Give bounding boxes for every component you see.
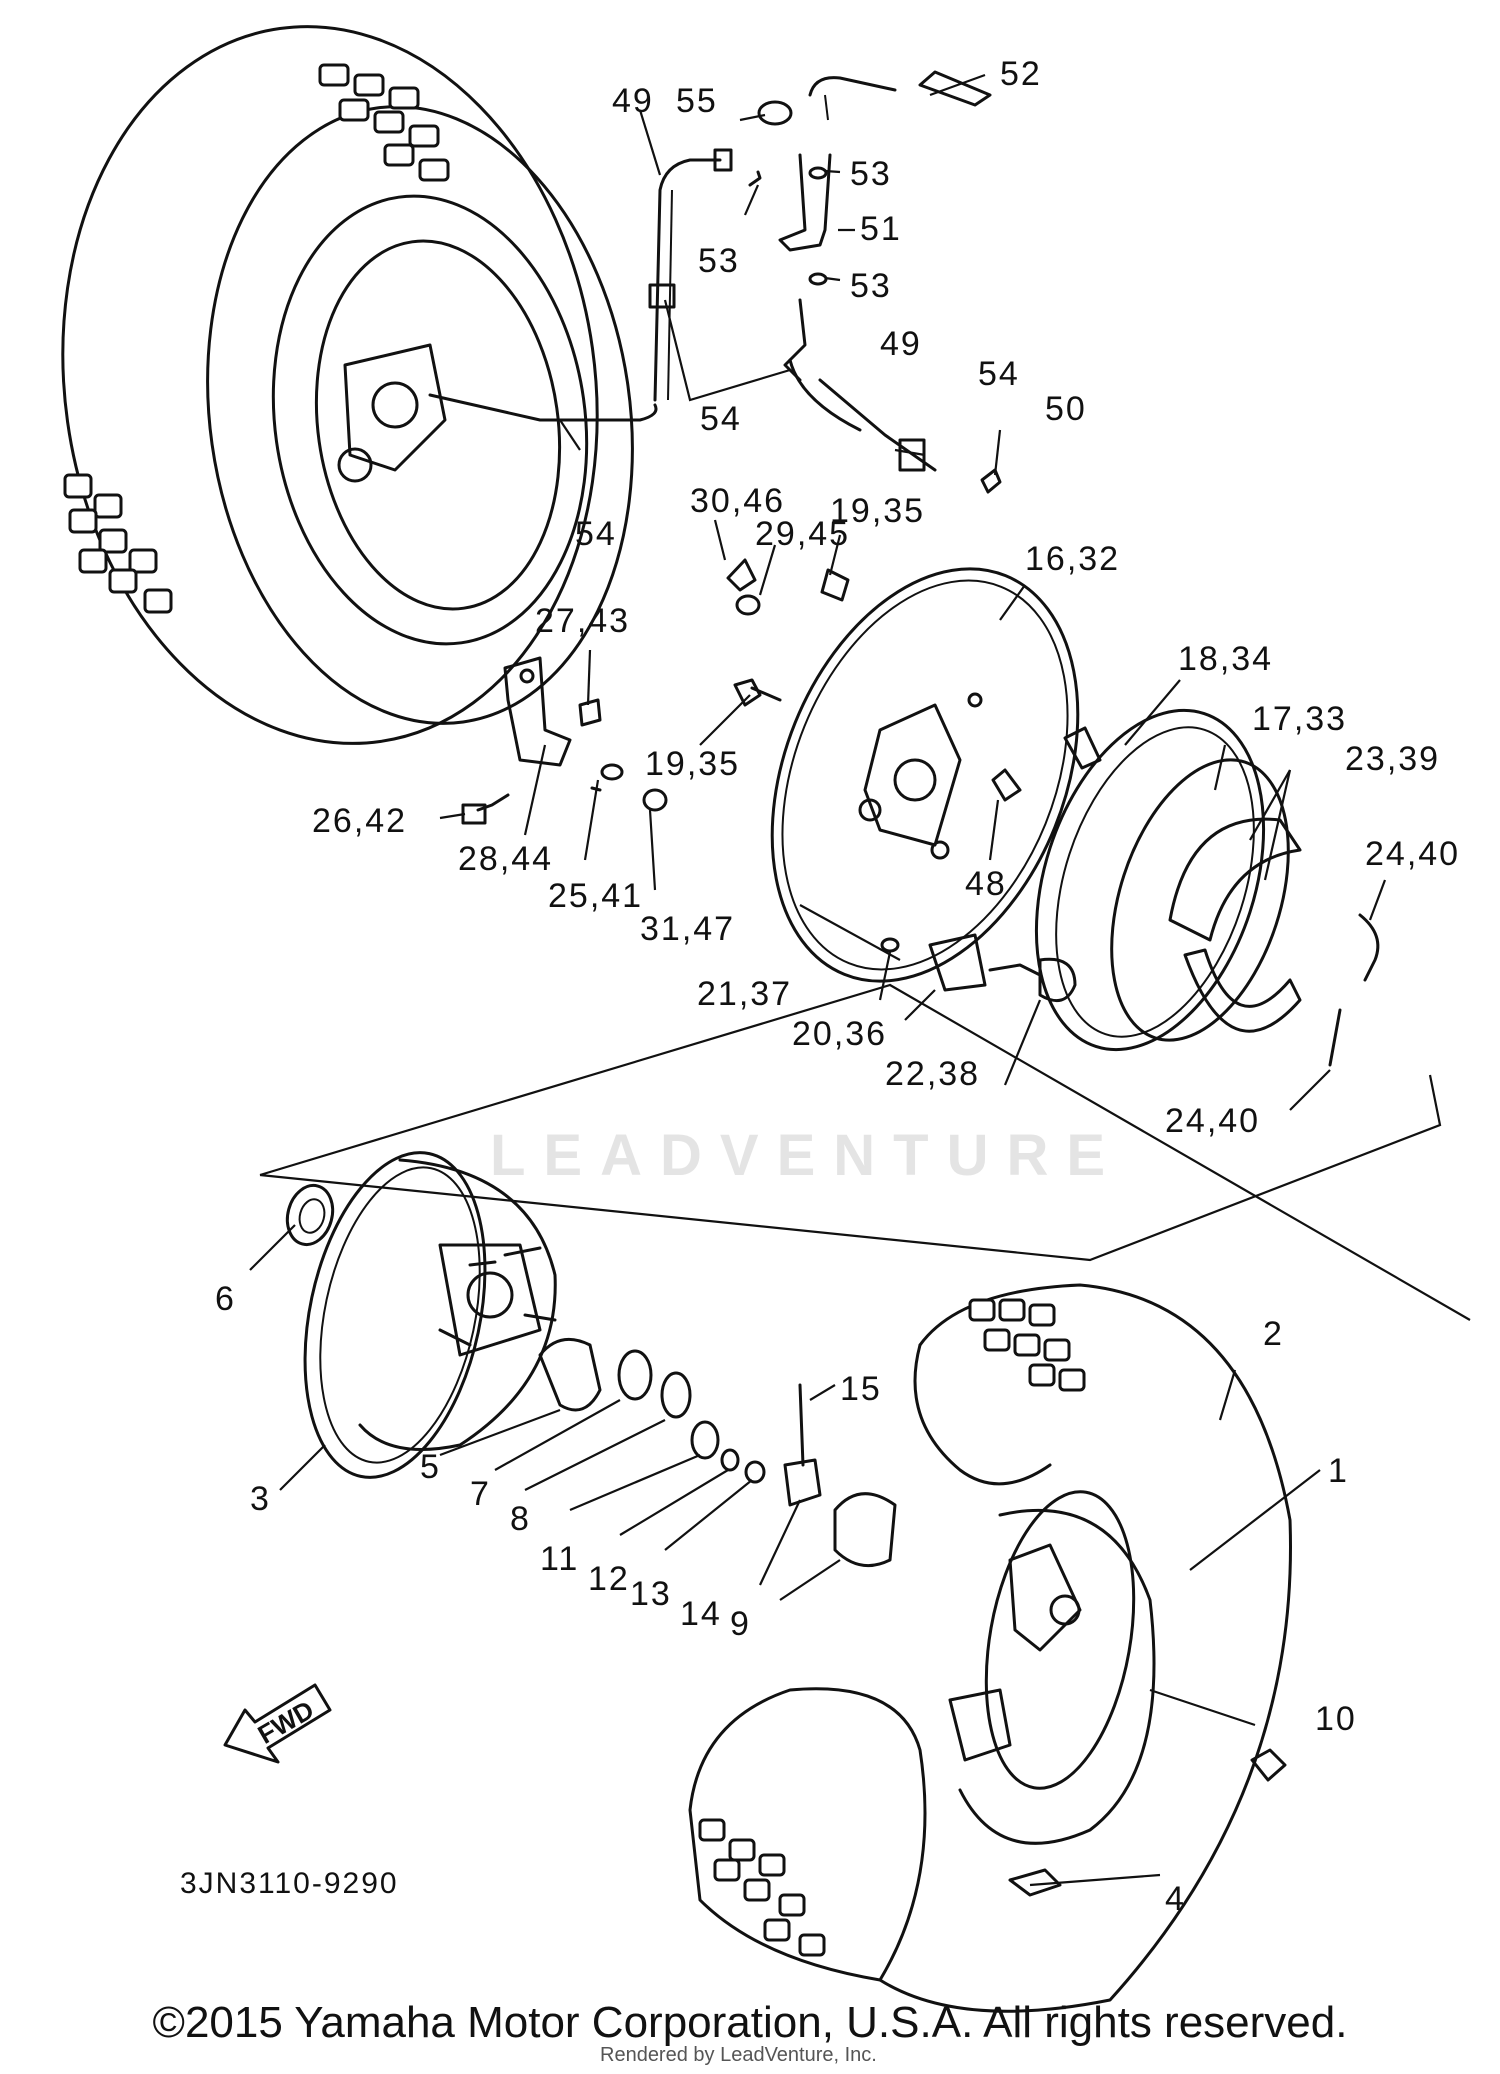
part-label-10: 10 bbox=[1315, 1700, 1357, 1738]
part-label-19-35: 19,35 bbox=[645, 745, 740, 783]
part-label-53: 53 bbox=[850, 155, 892, 193]
leader-lines bbox=[249, 73, 1387, 1887]
part-label-12: 12 bbox=[588, 1560, 630, 1598]
part-label-28-44: 28,44 bbox=[458, 840, 553, 878]
part-label-1: 1 bbox=[1328, 1452, 1349, 1490]
tread-blocks-lower-top bbox=[968, 1298, 1086, 1392]
drawing-number: 3JN3110-9290 bbox=[180, 1867, 399, 1900]
watermark: LEADVENTURE bbox=[490, 1123, 1123, 1188]
part-label-49: 49 bbox=[612, 82, 654, 120]
part-label-8: 8 bbox=[510, 1500, 531, 1538]
part-label-2: 2 bbox=[1263, 1315, 1284, 1353]
wheel-hub bbox=[285, 1151, 897, 1568]
part-label-20-36: 20,36 bbox=[792, 1015, 887, 1053]
part-label-29-45: 29,45 bbox=[755, 515, 850, 553]
part-label-54: 54 bbox=[978, 355, 1020, 393]
fwd-arrow-icon: FWD bbox=[223, 1683, 332, 1764]
assembled-front-wheel bbox=[61, 25, 658, 745]
part-label-19-35: 19,35 bbox=[830, 492, 925, 530]
part-label-55: 55 bbox=[676, 82, 718, 120]
part-label-6: 6 bbox=[215, 1280, 236, 1318]
part-label-50: 50 bbox=[1045, 390, 1087, 428]
part-label-51: 51 bbox=[860, 210, 902, 248]
part-label-48: 48 bbox=[965, 865, 1007, 903]
part-label-15: 15 bbox=[840, 1370, 882, 1408]
part-label-16-32: 16,32 bbox=[1025, 540, 1120, 578]
part-label-4: 4 bbox=[1165, 1880, 1186, 1918]
brake-drum bbox=[1034, 708, 1290, 1052]
tread-blocks-top bbox=[318, 63, 450, 182]
part-label-11: 11 bbox=[540, 1540, 579, 1578]
part-labels: 49 55 52 53 53 51 53 49 54 54 50 54 30,4… bbox=[215, 55, 1460, 1918]
part-label-25-41: 25,41 bbox=[548, 877, 643, 915]
assembly-boundary-lines bbox=[259, 904, 1471, 1321]
part-label-18-34: 18,34 bbox=[1178, 640, 1273, 678]
tread-blocks-lower-bottom bbox=[698, 1818, 826, 1957]
part-label-24-40: 24,40 bbox=[1165, 1102, 1260, 1140]
part-label-13: 13 bbox=[630, 1575, 672, 1613]
part-label-17-33: 17,33 bbox=[1252, 700, 1347, 738]
wheel-cylinder bbox=[880, 933, 1077, 1003]
split-tire-and-rim bbox=[688, 1283, 1292, 2013]
part-label-27-43: 27,43 bbox=[535, 602, 630, 640]
part-label-53: 53 bbox=[698, 242, 740, 280]
part-label-14: 14 bbox=[680, 1595, 722, 1633]
brake-shoes bbox=[1168, 817, 1380, 1067]
part-label-23-39: 23,39 bbox=[1345, 740, 1440, 778]
part-label-21-37: 21,37 bbox=[697, 975, 792, 1013]
part-label-30-46: 30,46 bbox=[690, 482, 785, 520]
part-label-3: 3 bbox=[250, 1480, 271, 1518]
brake-backing-plate bbox=[770, 567, 1080, 983]
part-label-54: 54 bbox=[575, 515, 617, 553]
part-label-53: 53 bbox=[850, 267, 892, 305]
part-label-24-40: 24,40 bbox=[1365, 835, 1460, 873]
part-label-22-38: 22,38 bbox=[885, 1055, 980, 1093]
part-label-31-47: 31,47 bbox=[640, 910, 735, 948]
brake-hose-assembly bbox=[648, 70, 1002, 494]
part-label-54: 54 bbox=[700, 400, 742, 438]
part-label-26-42: 26,42 bbox=[312, 802, 407, 840]
part-label-7: 7 bbox=[470, 1475, 491, 1513]
tread-blocks-left bbox=[63, 473, 173, 614]
copyright-notice: ©2015 Yamaha Motor Corporation, U.S.A. A… bbox=[152, 1998, 1348, 2047]
part-label-9: 9 bbox=[730, 1605, 751, 1643]
part-label-5: 5 bbox=[420, 1448, 441, 1486]
part-label-49: 49 bbox=[880, 325, 922, 363]
part-label-52: 52 bbox=[1000, 55, 1042, 93]
render-credit: Rendered by LeadVenture, Inc. bbox=[600, 2044, 877, 2066]
